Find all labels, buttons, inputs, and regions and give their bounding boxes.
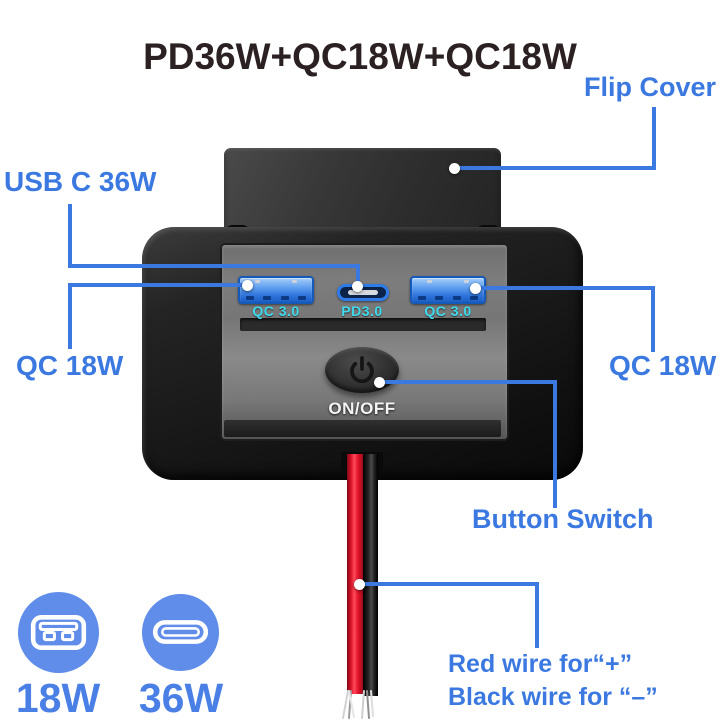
usb-c-port xyxy=(337,284,389,301)
red-wire-label: Red wire for“+” xyxy=(448,650,633,678)
badge-36w-label: 36W xyxy=(135,676,228,720)
qc-right-callout-line-v xyxy=(651,286,655,352)
usb-contact-slots xyxy=(246,296,306,300)
button-callout-line-v xyxy=(553,380,557,508)
usb-c-callout-line-v1 xyxy=(68,204,72,266)
flip-cover-callout-dot xyxy=(449,163,460,174)
usb-contact-pin xyxy=(292,280,297,283)
on-off-label: ON/OFF xyxy=(328,399,396,418)
black-wire xyxy=(363,454,378,696)
port-label-pd: PD3.0 xyxy=(341,303,383,319)
flip-cover-callout-line-h xyxy=(452,166,656,170)
usb-c-icon xyxy=(152,620,209,644)
usb-contact-pin xyxy=(464,280,469,283)
qc-left-callout-line-v xyxy=(68,283,72,349)
button-callout-line-h xyxy=(378,380,557,384)
badge-18w-label: 18W xyxy=(12,676,105,720)
usb-contact-pin xyxy=(427,280,432,283)
black-wire-label: Black wire for “–” xyxy=(448,683,658,711)
faceplate-bottom-bar xyxy=(224,420,501,437)
port-label-qc-left: QC 3.0 xyxy=(252,303,300,319)
usb-contact-slots xyxy=(418,296,478,300)
qc-right-callout-line-h xyxy=(474,286,655,290)
faceplate-slot-stripe xyxy=(240,318,486,331)
wire-callout-line-v xyxy=(535,582,539,648)
qc-left-callout-dot xyxy=(242,280,253,291)
stripped-wire-strands xyxy=(342,690,374,719)
usb-c-callout-dot xyxy=(352,281,363,292)
port-label-qc-right: QC 3.0 xyxy=(424,303,472,319)
svg-text:36W: 36W xyxy=(139,676,224,720)
wire-polarity-labels: Red wire for“+” Black wire for “–” xyxy=(448,648,658,714)
usb-c-callout-line-v2 xyxy=(356,264,360,290)
usb-c-badge-circle xyxy=(142,594,219,671)
button-callout-dot xyxy=(374,377,385,388)
usb-contact-pin xyxy=(255,280,260,283)
usb-a-badge-circle xyxy=(18,592,99,673)
flip-cover-callout-line-v xyxy=(652,107,656,170)
power-button xyxy=(325,347,399,393)
qc-18w-right-label: QC 18W xyxy=(609,350,717,381)
flip-cover-label: Flip Cover xyxy=(584,72,717,102)
power-icon xyxy=(350,356,374,384)
usb-c-callout-line-h xyxy=(68,264,360,268)
button-switch-label: Button Switch xyxy=(472,504,654,534)
qc-right-callout-dot xyxy=(470,283,481,294)
qc-left-callout-line-h xyxy=(68,283,250,287)
page-title: PD36W+QC18W+QC18W xyxy=(143,36,577,77)
svg-text:18W: 18W xyxy=(16,676,101,720)
usb-c-tongue xyxy=(348,290,378,295)
wire-callout-dot xyxy=(354,579,365,590)
qc-18w-left-label: QC 18W xyxy=(16,350,124,381)
wire-callout-line-h xyxy=(358,582,539,586)
usb-a-icon xyxy=(30,615,87,650)
red-wire xyxy=(347,454,363,694)
usb-c-36w-label: USB C 36W xyxy=(4,166,157,197)
